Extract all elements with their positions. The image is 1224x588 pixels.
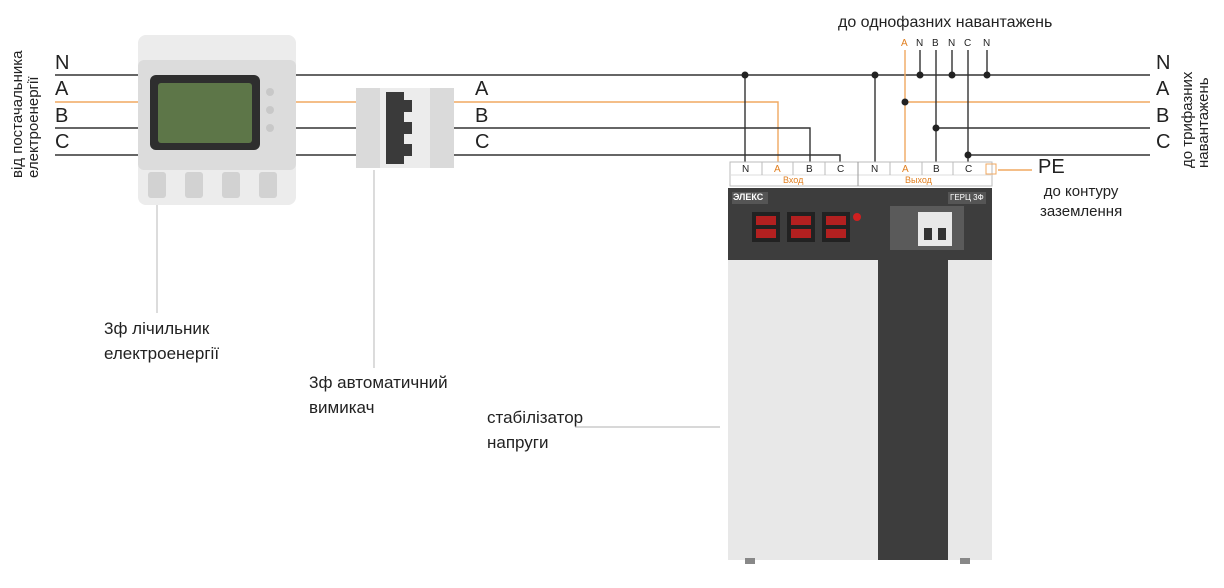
- tap-label-c: C: [964, 38, 972, 49]
- junction-dot: [964, 151, 972, 159]
- stabilizer-caption-line-1: стабілізатор: [487, 408, 584, 427]
- left-label-n: N: [55, 52, 70, 74]
- three-phase-loads-label: до трифазних навантажень: [1179, 71, 1212, 168]
- single-phase-loads-label: до однофазних навантажень: [838, 14, 1053, 31]
- terminal-c-out: C: [965, 164, 973, 175]
- junction-dot: [948, 71, 956, 79]
- junction-dot: [983, 71, 991, 79]
- left-label-c: C: [55, 131, 70, 153]
- breaker-caption-line-1: 3ф автоматичний: [309, 373, 448, 392]
- tap-label-n2: N: [948, 38, 956, 49]
- line-c-input: [454, 154, 841, 164]
- three-phase-loads-line-1: до трифазних: [1179, 71, 1196, 168]
- terminal-block: [729, 161, 997, 187]
- voltage-stabilizer: [728, 188, 992, 564]
- line-a-input: [454, 101, 779, 164]
- source-label-line-1: від постачальника: [9, 50, 26, 178]
- meter-display: [158, 83, 252, 143]
- mid-label-b: B: [475, 105, 489, 127]
- brand-name: ЭЛЕКС: [733, 192, 764, 202]
- right-label-a: A: [1156, 78, 1170, 100]
- pe-caption-line-1: до контуру: [1043, 183, 1119, 200]
- terminal-a-in: A: [774, 164, 781, 175]
- pe-caption-line-2: заземлення: [1040, 203, 1123, 220]
- stabilizer-caption-line-2: напруги: [487, 433, 549, 452]
- meter-caption-line-2: електроенергії: [104, 344, 220, 363]
- junction-dot: [871, 71, 879, 79]
- left-label-a: A: [55, 78, 69, 100]
- right-label-n: N: [1156, 52, 1171, 74]
- breaker-caption: 3ф автоматичний вимикач: [309, 370, 448, 420]
- pe-label: PE: [1038, 156, 1065, 178]
- junction-dot: [741, 71, 749, 79]
- terminal-b-in: B: [806, 164, 813, 175]
- breaker-caption-line-2: вимикач: [309, 398, 375, 417]
- terminal-b-out: B: [933, 164, 940, 175]
- terminal-a-out: A: [902, 164, 909, 175]
- terminal-c-in: C: [837, 164, 845, 175]
- source-label: від постачальника електроенергії: [9, 50, 42, 178]
- right-label-b: B: [1156, 105, 1170, 127]
- circuit-breaker: [356, 88, 454, 168]
- meter-caption: 3ф лічильник електроенергії: [104, 316, 219, 366]
- tap-label-b: B: [932, 38, 939, 49]
- energy-meter: [138, 35, 296, 205]
- source-label-line-2: електроенергії: [25, 76, 42, 178]
- tap-label-a: A: [901, 38, 908, 49]
- left-label-b: B: [55, 105, 69, 127]
- indicator-light: [853, 213, 861, 221]
- mid-label-a: A: [475, 78, 489, 100]
- tap-label-n3: N: [983, 38, 991, 49]
- junction-dot: [932, 124, 940, 132]
- junction-dot: [901, 98, 909, 106]
- stabilizer-caption: стабілізатор напруги: [487, 405, 583, 455]
- meter-caption-line-1: 3ф лічильник: [104, 319, 210, 338]
- pe-caption: до контуру заземлення: [1040, 182, 1122, 222]
- mid-label-c: C: [475, 131, 490, 153]
- terminal-n-in: N: [742, 164, 750, 175]
- stabilizer-breaker: [918, 212, 952, 246]
- three-phase-loads-line-2: навантажень: [1195, 77, 1212, 168]
- brand-model: ГЕРЦ 3Ф: [950, 193, 984, 202]
- junction-dot: [916, 71, 924, 79]
- tap-label-n1: N: [916, 38, 924, 49]
- input-label: Вход: [783, 175, 804, 185]
- terminal-n-out: N: [871, 164, 879, 175]
- line-b-input: [454, 127, 811, 164]
- right-label-c: C: [1156, 131, 1171, 153]
- output-label: Выход: [905, 175, 932, 185]
